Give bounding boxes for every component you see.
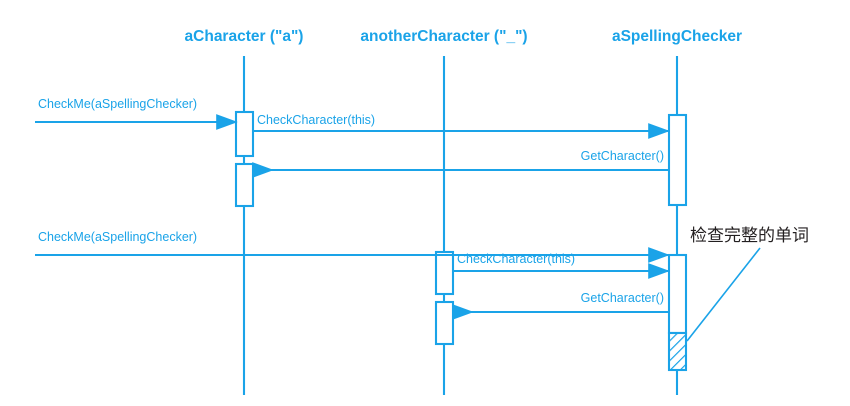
note-text-check-complete-word: 检查完整的单词 (690, 226, 809, 246)
activation-bar-anothercharacter-1 (434, 250, 455, 296)
activation-bar-anothercharacter-2 (434, 300, 455, 346)
lifeline-headers: aCharacter ("a") anotherCharacter ("_") … (185, 28, 743, 45)
note-leader-line (686, 247, 761, 342)
activation-bars (234, 110, 688, 372)
activation-bar-aspellingchecker-3-hatched (667, 331, 688, 372)
activation-bar-aspellingchecker-2 (667, 253, 688, 335)
message-label-checkme-2: CheckMe(aSpellingChecker) (38, 230, 197, 244)
lifeline-header-acharacter: aCharacter ("a") (185, 28, 304, 45)
message-arrows (35, 114, 670, 320)
message-label-checkcharacter-1: CheckCharacter(this) (257, 113, 375, 127)
lifeline-header-anothercharacter: anotherCharacter ("_") (360, 28, 527, 45)
activation-bar-aspellingchecker-1 (667, 113, 688, 207)
lifeline-header-aspellingchecker: aSpellingChecker (612, 28, 742, 45)
message-label-getcharacter-1: GetCharacter() (581, 149, 664, 163)
activation-bar-acharacter-2 (234, 162, 255, 208)
message-labels: CheckMe(aSpellingChecker) CheckCharacter… (38, 97, 664, 305)
message-label-checkcharacter-2: CheckCharacter(this) (457, 252, 575, 266)
message-label-checkme-1: CheckMe(aSpellingChecker) (38, 97, 197, 111)
message-label-getcharacter-2: GetCharacter() (581, 291, 664, 305)
lifeline-lines (242, 56, 679, 395)
activation-bar-acharacter-1 (234, 110, 255, 158)
annotation-note: 检查完整的单词 (686, 226, 809, 342)
